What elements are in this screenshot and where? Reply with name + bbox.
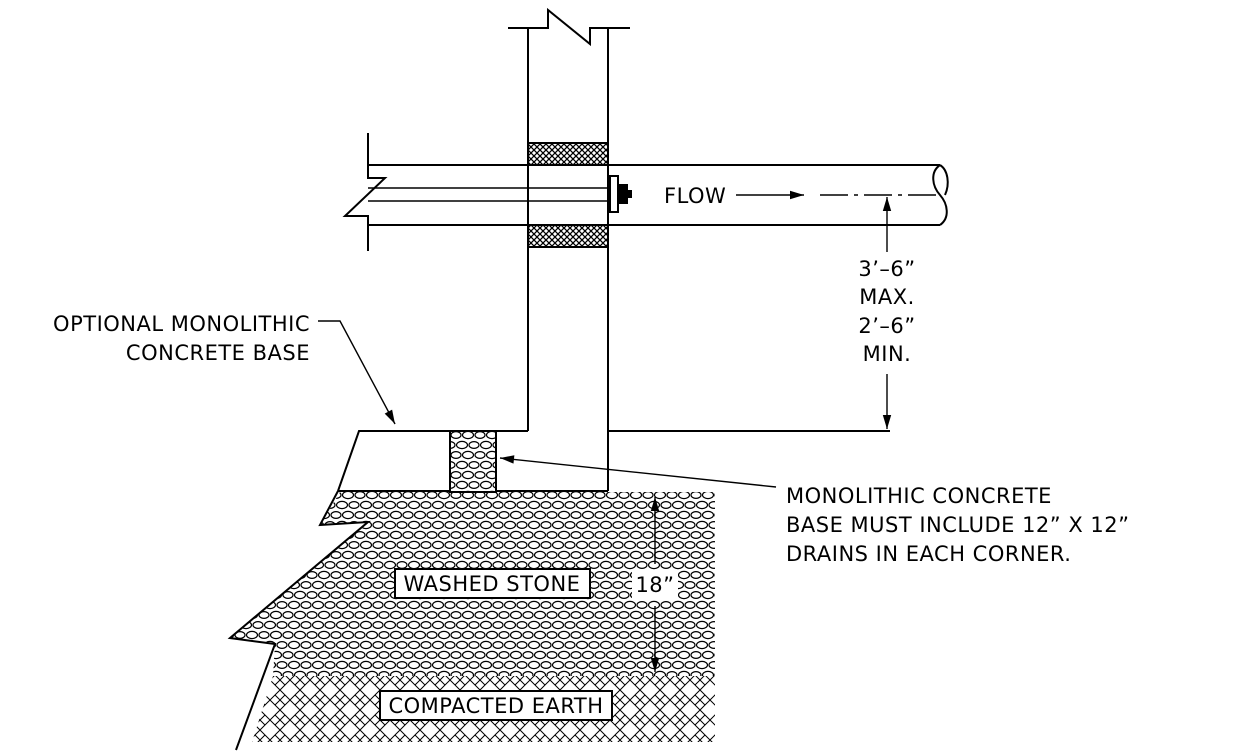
washed-stone-label: WASHED STONE (404, 572, 581, 596)
stone-depth-label: 18” (635, 573, 674, 597)
bolt-tip (627, 190, 632, 198)
optional-base-label-line1: OPTIONAL MONOLITHIC (53, 312, 310, 336)
pipe-break-right (932, 164, 948, 226)
drains-note-line3: DRAINS IN EACH CORNER. (786, 542, 1071, 566)
washed-stone-label-box (394, 568, 591, 599)
pipe-break-left (342, 165, 388, 225)
dim-min-value: 2’–6” (858, 314, 915, 338)
drain-stone-column (449, 430, 497, 493)
pipe-break-right-2 (939, 164, 949, 196)
optional-base-leader (318, 320, 396, 425)
dim-max-word: MAX. (859, 285, 915, 309)
ground-outline (227, 490, 371, 751)
bolt-nut (618, 184, 628, 204)
structure-wall (527, 28, 609, 491)
drains-note-line2: BASE MUST INCLUDE 12” X 12” (786, 513, 1130, 537)
drains-note-line1: MONOLITHIC CONCRETE (786, 484, 1052, 508)
outlet-pipe (608, 164, 940, 226)
flow-label: FLOW (664, 184, 726, 208)
inlet-pipe (367, 133, 528, 251)
wall-break-line (508, 7, 630, 47)
dim-max-value: 3’–6” (858, 257, 915, 281)
compacted-earth-label-box (379, 690, 613, 721)
pipe-seal-top (527, 142, 609, 166)
dim-min-word: MIN. (863, 342, 912, 366)
concrete-base-outline (337, 430, 608, 492)
rod-lines (368, 187, 612, 202)
drains-note-leader (499, 455, 777, 488)
stone-depth-label-bg (632, 570, 678, 600)
end-plate (609, 175, 619, 213)
pipe-seal-bottom (527, 224, 609, 248)
compacted-earth-label: COMPACTED EARTH (388, 694, 603, 718)
optional-base-label-line2: CONCRETE BASE (126, 341, 310, 365)
